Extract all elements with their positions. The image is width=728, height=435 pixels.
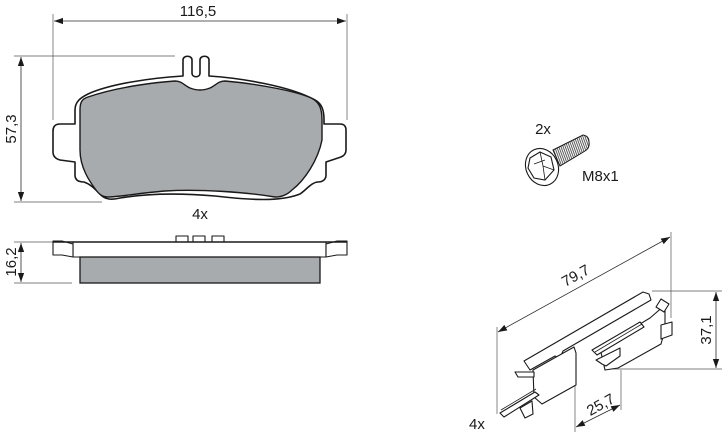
wear-indicator-tab [211, 235, 225, 243]
pad-thickness-label: 16,2 [3, 247, 20, 276]
backing-plate-side [72, 241, 327, 258]
bolt-thread [552, 134, 590, 167]
clip-top-rail [523, 291, 652, 371]
pad-height-label: 57,3 [3, 114, 20, 143]
bolt-quantity-label: 2x [535, 121, 551, 138]
wear-indicator-tab [192, 235, 206, 243]
pad-front-view: 116,5 57,3 4x [3, 3, 348, 223]
plate-ear-left [52, 240, 74, 258]
clip: 79,7 37,1 25,7 4x [469, 232, 722, 433]
clip-front-leg [519, 400, 534, 419]
clip-length-dimension-line [497, 236, 671, 333]
plate-ear-right [325, 240, 348, 258]
friction-pad [79, 80, 323, 198]
clip-width-label: 25,7 [584, 391, 618, 420]
clip-width-dimension-line [575, 404, 621, 428]
bolt-thread-label: M8x1 [582, 168, 619, 185]
wear-indicator-tab [175, 235, 189, 243]
clip-front-flange [514, 371, 535, 378]
pad-quantity-label: 4x [192, 206, 208, 223]
clip-length-label: 79,7 [559, 262, 593, 291]
clip-rear-foot [595, 347, 621, 367]
hex-head-icon [527, 151, 555, 181]
pad-width-label: 116,5 [180, 3, 216, 20]
pad-side-view: 16,2 [3, 235, 348, 284]
clip-rear-tab [655, 298, 670, 313]
clip-end-tab [660, 321, 673, 340]
clip-height-label: 37,1 [698, 315, 715, 344]
bolt: 2x M8x1 [524, 121, 619, 187]
clip-front-foot [499, 391, 540, 418]
clip-quantity-label: 4x [469, 416, 485, 433]
friction-side [79, 256, 321, 284]
